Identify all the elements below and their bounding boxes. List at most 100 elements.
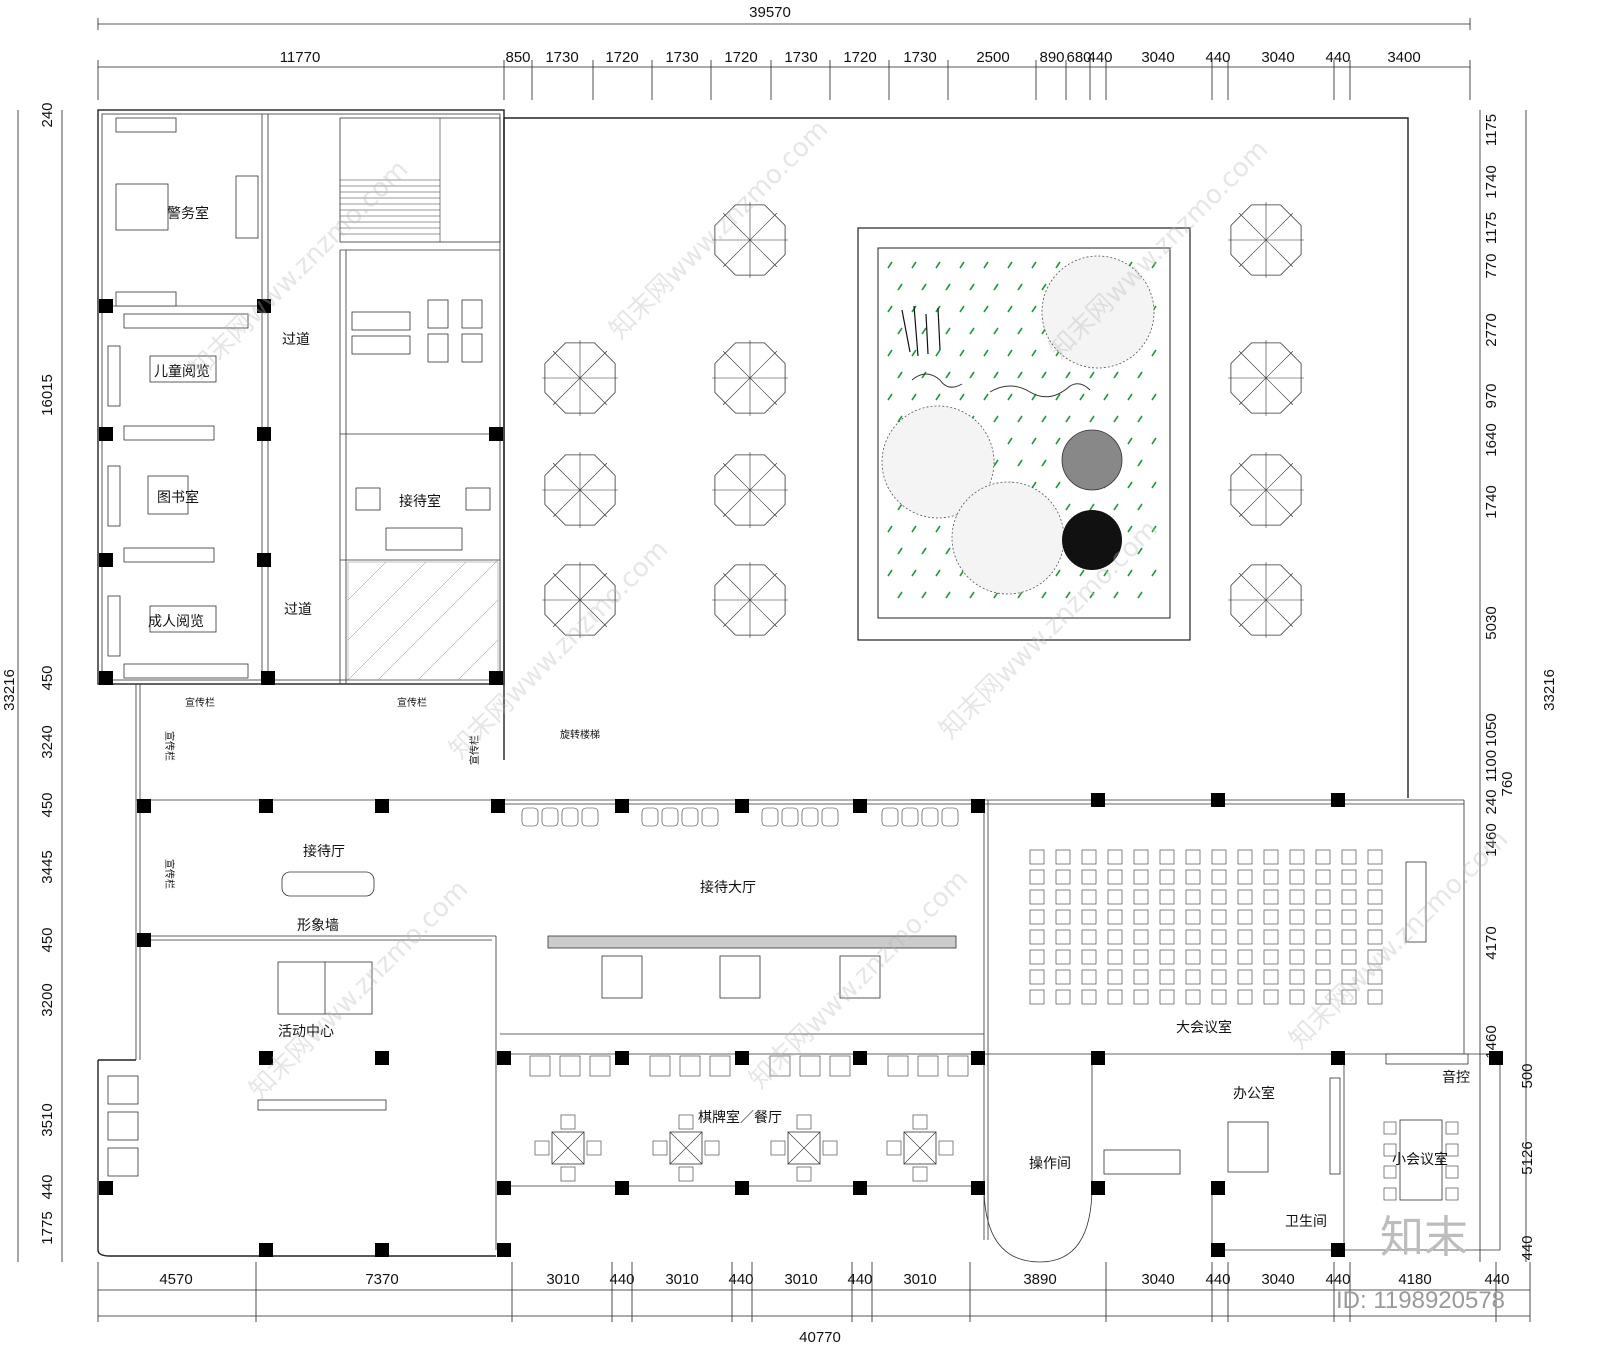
grass-mark bbox=[1151, 569, 1157, 577]
column bbox=[1331, 793, 1345, 807]
grass-mark bbox=[921, 547, 927, 555]
grass-mark bbox=[983, 305, 989, 313]
grass-mark bbox=[1017, 327, 1023, 335]
right-seg-17: 5126 bbox=[1519, 1141, 1536, 1174]
chair bbox=[1367, 889, 1383, 905]
chair bbox=[1383, 1165, 1397, 1179]
bottom-seg-0: 4570 bbox=[159, 1271, 192, 1288]
sofa-seat bbox=[901, 807, 919, 827]
top-seg-5: 1720 bbox=[724, 49, 757, 66]
grass-mark bbox=[1007, 349, 1013, 357]
room-office: 办公室 bbox=[1233, 1085, 1275, 1102]
chair bbox=[1107, 849, 1123, 865]
dining-seat bbox=[679, 1055, 701, 1077]
grass-mark bbox=[1127, 525, 1133, 533]
chair bbox=[1263, 849, 1279, 865]
grass-mark bbox=[1113, 503, 1119, 511]
grass-mark bbox=[1137, 547, 1143, 555]
umbrella-rib bbox=[722, 462, 778, 518]
grass-mark bbox=[887, 569, 893, 577]
chair bbox=[1383, 1121, 1397, 1135]
right-seg-18: 440 bbox=[1519, 1235, 1536, 1260]
chair bbox=[1185, 869, 1201, 885]
bottom-seg-9: 3890 bbox=[1023, 1271, 1056, 1288]
top-seg-8: 1730 bbox=[903, 49, 936, 66]
room-library: 图书室 bbox=[157, 489, 199, 506]
chair bbox=[1133, 909, 1149, 925]
chair bbox=[1081, 989, 1097, 1005]
stepping-stones bbox=[989, 383, 1091, 398]
chair bbox=[1211, 989, 1227, 1005]
grass-mark bbox=[993, 327, 999, 335]
dining-seat bbox=[559, 1055, 581, 1077]
chair bbox=[1341, 969, 1357, 985]
chair bbox=[1081, 869, 1097, 885]
umbrella-rib bbox=[722, 350, 778, 406]
column bbox=[735, 1051, 749, 1065]
column bbox=[99, 427, 113, 441]
chair bbox=[1159, 869, 1175, 885]
chair bbox=[1263, 909, 1279, 925]
room-corridor-lower: 过道 bbox=[284, 602, 312, 618]
publicity-board-d: 宣传栏 bbox=[163, 859, 176, 889]
meeting-chairs bbox=[521, 807, 1459, 1201]
chair bbox=[1367, 869, 1383, 885]
left-seg-0: 240 bbox=[39, 102, 56, 127]
chair bbox=[1289, 869, 1305, 885]
chair bbox=[1263, 989, 1279, 1005]
column bbox=[259, 1051, 273, 1065]
right-seg-11: 240 bbox=[1483, 789, 1500, 814]
chair bbox=[1133, 869, 1149, 885]
chair bbox=[1107, 929, 1123, 945]
grass-mark bbox=[1113, 371, 1119, 379]
chair bbox=[1185, 989, 1201, 1005]
column bbox=[489, 427, 503, 441]
grass-mark bbox=[1055, 569, 1061, 577]
chair bbox=[1383, 1143, 1397, 1157]
grass-mark bbox=[1065, 415, 1071, 423]
chair bbox=[1029, 969, 1045, 985]
chair bbox=[1367, 969, 1383, 985]
chair bbox=[1081, 929, 1097, 945]
top-segment-labels: 11770 850 1730 1720 1730 1720 1730 1720 … bbox=[280, 49, 1421, 66]
column bbox=[257, 299, 271, 313]
column bbox=[853, 1051, 867, 1065]
column bbox=[971, 799, 985, 813]
overall-bottom-dim: 40770 bbox=[799, 1329, 841, 1346]
chair bbox=[1029, 949, 1045, 965]
grass-mark bbox=[1151, 393, 1157, 401]
chair bbox=[1159, 949, 1175, 965]
column bbox=[489, 671, 503, 685]
brand-logo: 知末 bbox=[1380, 1212, 1468, 1263]
chair bbox=[1185, 929, 1201, 945]
sofa-seat bbox=[541, 807, 559, 827]
chair bbox=[1211, 969, 1227, 985]
bottom-seg-13: 440 bbox=[1325, 1271, 1350, 1288]
chair bbox=[1159, 989, 1175, 1005]
umbrella-rib bbox=[722, 572, 778, 628]
room-chess-dining: 棋牌室／餐厅 bbox=[698, 1109, 782, 1126]
room-activity-center: 活动中心 bbox=[278, 1024, 334, 1040]
umbrella-rib bbox=[1238, 462, 1294, 518]
stepping-stones bbox=[911, 373, 963, 388]
game-chair bbox=[652, 1140, 668, 1156]
bottom-segment-labels: 4570 7370 3010 440 3010 440 3010 440 301… bbox=[159, 1271, 1509, 1288]
grass-mark bbox=[1151, 525, 1157, 533]
game-table-cross bbox=[903, 1131, 937, 1165]
grass-mark bbox=[1041, 371, 1047, 379]
grass-mark bbox=[983, 349, 989, 357]
grass-mark bbox=[1137, 371, 1143, 379]
grass-mark bbox=[945, 547, 951, 555]
grass-mark bbox=[1103, 393, 1109, 401]
umbrella-rib bbox=[1238, 212, 1294, 268]
chair bbox=[1341, 949, 1357, 965]
umbrella-table bbox=[712, 202, 788, 278]
dimension-lines bbox=[17, 18, 1530, 1317]
publicity-board-c: 宣传栏 bbox=[163, 731, 176, 761]
grass-mark bbox=[897, 371, 903, 379]
room-big-meeting: 大会议室 bbox=[1176, 1019, 1232, 1036]
umbrella-table bbox=[1228, 340, 1304, 416]
chair bbox=[1133, 989, 1149, 1005]
right-seg-7: 1740 bbox=[1483, 485, 1500, 518]
chair bbox=[1289, 989, 1305, 1005]
